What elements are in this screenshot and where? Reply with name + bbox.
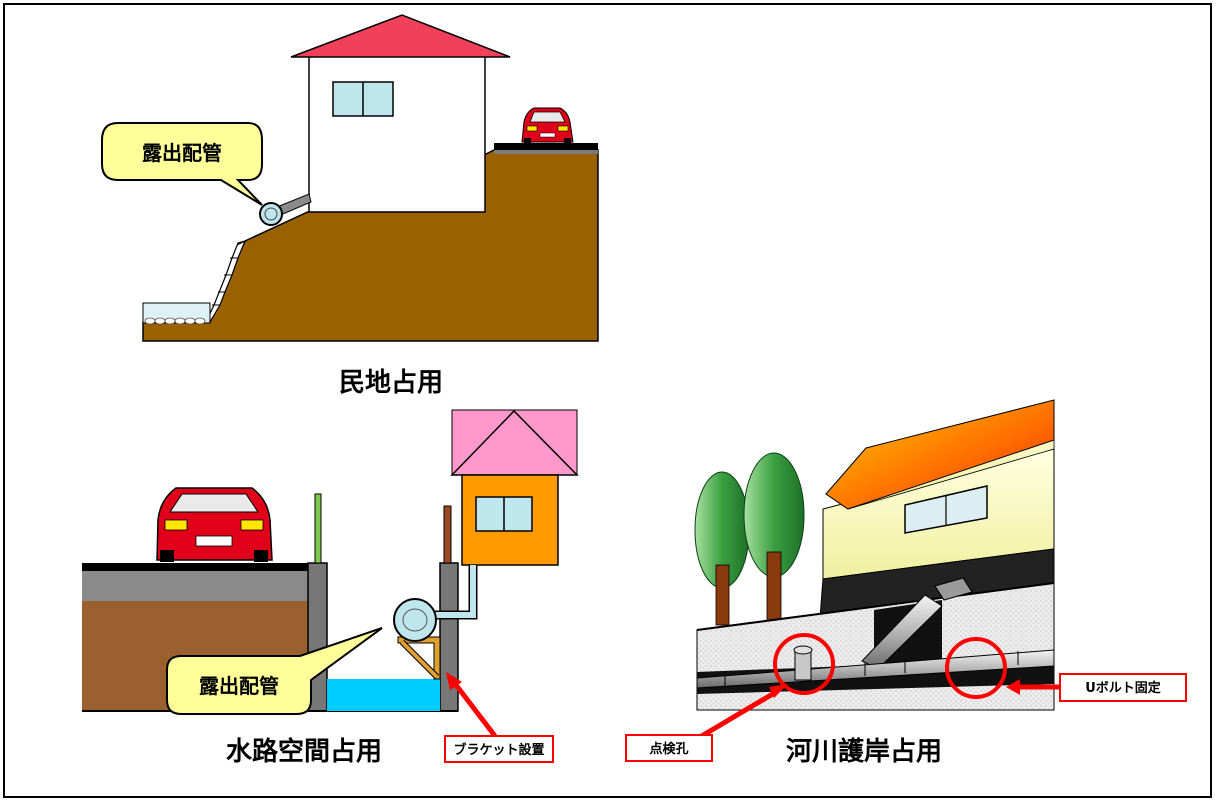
caption-private-land: 民地占用 (339, 368, 443, 398)
tag-ubolt-label: Uボルト固定 (1085, 680, 1161, 696)
scene-river-revetment: 点検孔 Uボルト固定 河川護岸占用 (625, 399, 1187, 767)
tag-inspection-hole-label: 点検孔 (649, 741, 688, 757)
tag-inspection-hole (625, 734, 713, 762)
road-surface (82, 563, 308, 571)
scene-waterway: 露出配管 ブラケット設置 水路空間占用 (82, 409, 579, 767)
diagram-frame (3, 3, 1212, 798)
house-icon (290, 14, 511, 213)
caption-river-revetment: 河川護岸占用 (786, 736, 942, 767)
house-icon (819, 399, 1055, 619)
car-icon (521, 107, 574, 143)
tag-bracket-label: ブラケット設置 (453, 742, 544, 758)
callout-bubble (101, 122, 263, 206)
ubolt-marker (945, 637, 1007, 699)
house-icon (450, 409, 579, 566)
tag-bracket (444, 735, 554, 763)
callout-bubble (166, 627, 383, 715)
road (494, 143, 598, 150)
caption-waterway: 水路空間占用 (226, 736, 382, 767)
callout-label-2: 露出配管 (199, 674, 279, 698)
bracket (397, 636, 441, 680)
pipe-icon (696, 577, 1055, 689)
channel-wall-right (439, 562, 459, 712)
tree-icon (743, 452, 805, 626)
inspection-hole-marker (773, 633, 835, 695)
pipe-icon (259, 193, 312, 226)
tag-ubolt (1059, 673, 1187, 702)
callout-label-1: 露出配管 (142, 141, 222, 165)
tree-icon (694, 471, 750, 626)
water (327, 679, 440, 711)
scene-private-land: 露出配管 民地占用 (101, 14, 599, 398)
car-icon (156, 487, 273, 562)
pipe-icon (393, 598, 437, 642)
gravel (144, 317, 206, 325)
